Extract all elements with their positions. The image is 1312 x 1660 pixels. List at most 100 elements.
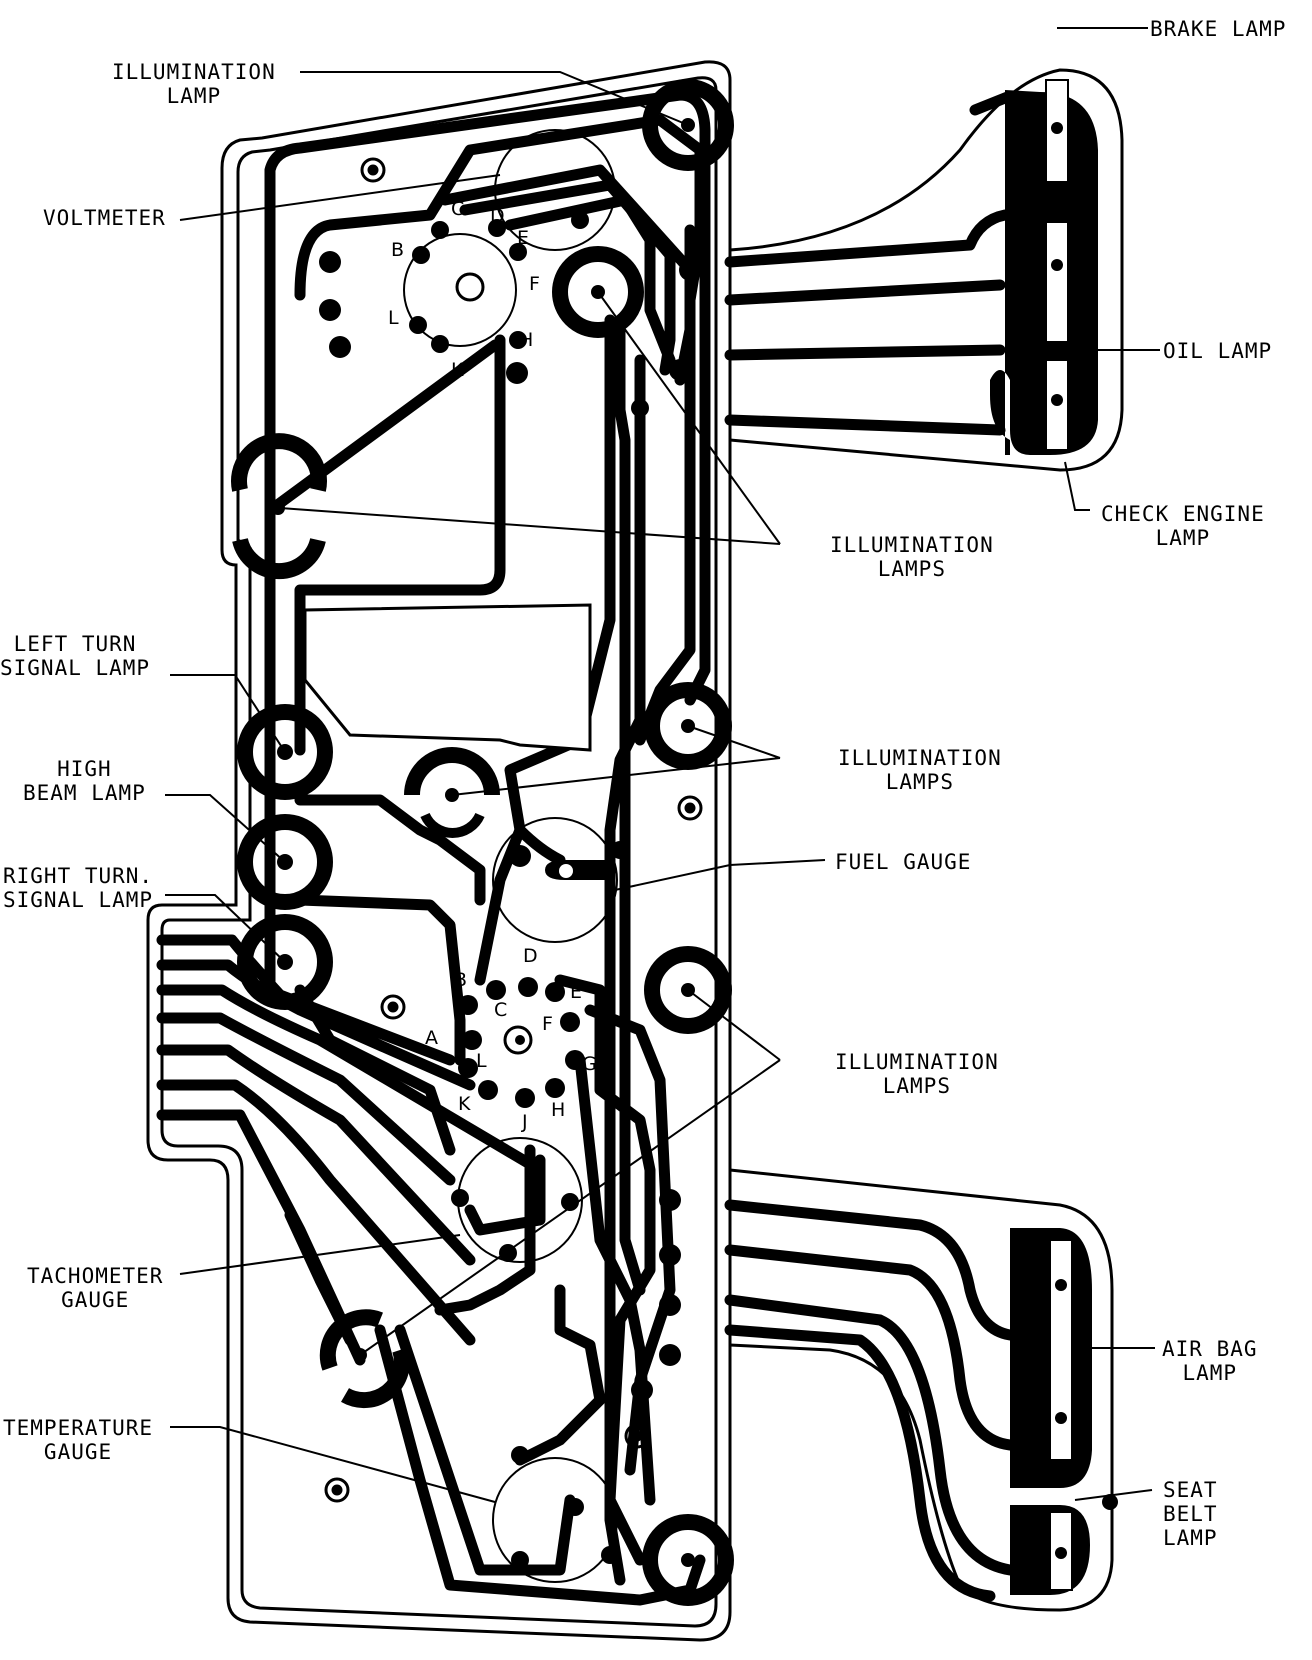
fuel-gauge-pad: [545, 860, 615, 880]
voltmeter-pin-k: K: [451, 359, 464, 381]
voltmeter-pin-l: L: [388, 307, 399, 329]
label-voltmeter: VOLTMETER: [43, 206, 166, 230]
oil-lamp-socket: [1045, 221, 1069, 343]
leader-seat-belt: [1074, 1489, 1153, 1501]
label-high-beam-lamp: HIGH BEAM LAMP: [23, 757, 146, 805]
label-temperature-gauge: TEMPERATURE GAUGE: [3, 1416, 154, 1464]
illumination-lamp-left: [231, 433, 327, 580]
mount-hole-3: [380, 994, 406, 1020]
voltmeter-pin-h: H: [519, 329, 533, 351]
lamp-sockets: [231, 79, 734, 1606]
label-illumination-lamp-top: ILLUMINATION LAMP: [112, 60, 276, 108]
trace-voltmeter-right-3: [504, 194, 676, 366]
tach-pin-b: B: [454, 969, 467, 991]
tach-pin-h: H: [551, 1099, 565, 1121]
voltmeter-pin-f: F: [529, 273, 540, 295]
upper-tab-outline: [729, 68, 1124, 472]
board-outline-inner: [160, 76, 718, 1628]
upper-flex-tab: [724, 68, 1124, 472]
label-illumination-lamps-2: ILLUMINATION LAMPS: [838, 746, 1002, 794]
trace-bottom-right: [554, 974, 656, 1566]
leader-tachometer: [179, 1234, 461, 1275]
leader-illum-lamps-1b: [597, 291, 781, 545]
label-brake-lamp: BRAKE LAMP: [1150, 17, 1287, 41]
trace-top-inner: [294, 114, 706, 306]
label-air-bag-lamp: AIR BAG LAMP: [1162, 1337, 1258, 1385]
leader-illum-lamps-2b: [687, 725, 781, 759]
voltmeter-pin-e: E: [517, 227, 529, 249]
trace-temp-loop: [514, 1284, 606, 1466]
air-bag-lamp-dot-2: [1055, 1412, 1067, 1424]
illumination-lamp-bottom-right: [642, 1514, 734, 1606]
seat-belt-lamp-dot: [1055, 1547, 1067, 1559]
leader-illum-lamps-3a: [687, 989, 781, 1061]
voltmeter-pin-b: B: [391, 239, 404, 261]
lower-flex-tab: [724, 1168, 1114, 1612]
leader-high-beam: [165, 794, 286, 863]
main-board: [146, 60, 732, 1642]
tach-pin-k: K: [458, 1093, 471, 1115]
air-bag-lamp-dot-1: [1055, 1279, 1067, 1291]
air-bag-lamp-socket: [1049, 1239, 1073, 1461]
tach-pin-j: J: [521, 1111, 528, 1133]
leader-check-engine: [1064, 461, 1090, 511]
mounting-holes: [324, 157, 703, 1503]
label-fuel-gauge: FUEL GAUGE: [835, 850, 972, 874]
temperature-gauge-ring: [492, 1457, 618, 1583]
leader-illum-lamps-1a: [279, 507, 781, 545]
label-illumination-lamps-1: ILLUMINATION LAMPS: [830, 533, 994, 581]
label-right-turn-signal-lamp: RIGHT TURN. SIGNAL LAMP: [3, 864, 154, 912]
label-oil-lamp: OIL LAMP: [1163, 339, 1273, 363]
mount-hole-5: [324, 1477, 350, 1503]
leader-lines: [165, 27, 1160, 1503]
tach-pin-f: F: [542, 1013, 553, 1035]
tach-pin-c: C: [494, 999, 507, 1021]
leader-illum-lamps-3b: [359, 1059, 781, 1356]
illumination-lamp-center: [404, 747, 500, 838]
trace-display-window: [294, 334, 506, 756]
label-tachometer-gauge: TACHOMETER GAUGE: [27, 1264, 164, 1312]
tach-post-center: [515, 1035, 525, 1045]
trace-fuel-loop: [504, 314, 616, 866]
leader-temperature: [170, 1426, 496, 1503]
trace-center-vertical-2: [614, 324, 646, 1296]
oil-lamp-dot: [1051, 259, 1063, 271]
check-engine-lamp-dot: [1051, 394, 1063, 406]
leader-right-turn: [165, 894, 286, 963]
leader-left-turn: [170, 674, 286, 753]
label-left-turn-signal-lamp: LEFT TURN SIGNAL LAMP: [0, 632, 151, 680]
upper-tab-black: [990, 90, 1098, 455]
trace-temp-gauge: [374, 1324, 706, 1606]
trace-center-vertical: [604, 354, 646, 1586]
mount-hole-1: [360, 157, 386, 183]
leader-illum-lamps-2a: [451, 757, 781, 796]
board-traces: [264, 89, 711, 1606]
leader-illumination-top: [300, 71, 689, 126]
tach-pin-e: E: [570, 981, 582, 1003]
fuel-gauge-ring: [492, 817, 618, 943]
tach-pin-l: L: [476, 1050, 487, 1072]
mount-hole-2: [677, 795, 703, 821]
tach-pin-d: D: [523, 945, 538, 967]
display-window: [303, 603, 592, 752]
label-check-engine-lamp: CHECK ENGINE LAMP: [1101, 502, 1265, 550]
tach-pin-a: A: [425, 1027, 438, 1049]
trace-right-lamp-feed: [294, 894, 466, 1066]
trace-tach-left: [294, 984, 456, 1156]
leader-fuel: [614, 859, 826, 891]
label-seat-belt-lamp: SEAT BELT LAMP: [1163, 1478, 1218, 1550]
fuel-gauge-pivot: [559, 864, 573, 878]
trace-tach-right-lines: [464, 1154, 546, 1236]
trace-tach-zigzag: [294, 794, 486, 906]
leader-voltmeter: [179, 174, 501, 221]
lower-tab-traces: [724, 1199, 1016, 1602]
trace-tach-down: [434, 1144, 536, 1316]
label-illumination-lamps-3: ILLUMINATION LAMPS: [835, 1050, 999, 1098]
voltmeter-upper-ring: [494, 129, 616, 251]
tach-pin-g: G: [582, 1053, 597, 1075]
board-outline-outer: [146, 60, 732, 1642]
solder-pads: [319, 211, 1118, 1569]
voltmeter-pin-labels: C D B E F L H K: [388, 198, 540, 381]
tach-pin-labels: D B C E F A L G K H J: [425, 945, 597, 1133]
